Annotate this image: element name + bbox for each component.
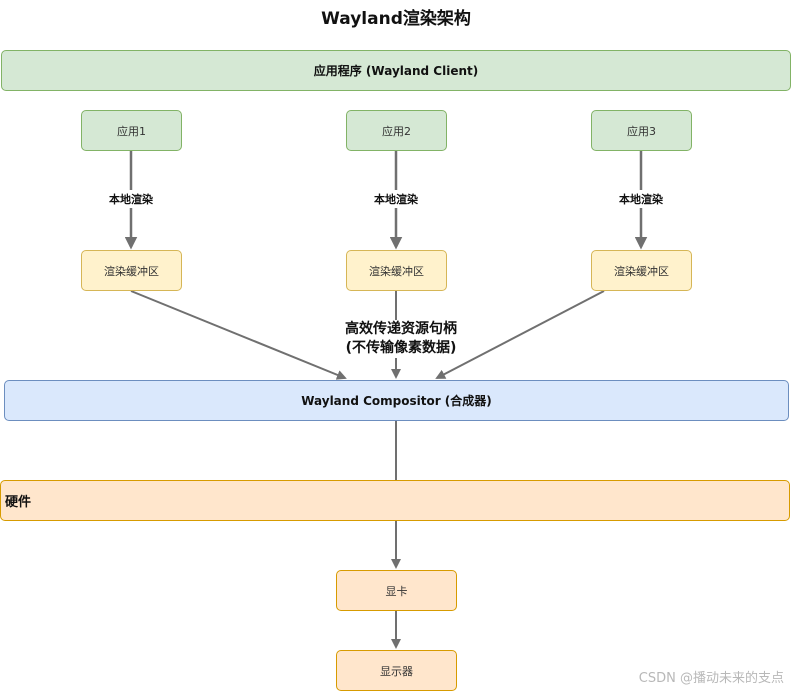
app1-node: 应用1 [81, 110, 182, 151]
local-render-label-2: 本地渲染 [372, 190, 420, 208]
diagram-title: Wayland渲染架构 [321, 9, 471, 29]
gpu-node: 显卡 [336, 570, 457, 611]
display-node: 显示器 [336, 650, 457, 691]
local-render-label-1: 本地渲染 [107, 190, 155, 208]
handle-transfer-line2: (不传输像素数据) [343, 339, 459, 358]
app2-node: 应用2 [346, 110, 447, 151]
local-render-label-3: 本地渲染 [617, 190, 665, 208]
render-buffer-3: 渲染缓冲区 [591, 250, 692, 291]
edge-buffer1-compositor [130, 290, 347, 380]
watermark-text: CSDN @播动未来的支点 [638, 671, 784, 686]
app3-node: 应用3 [591, 110, 692, 151]
compositor-box: Wayland Compositor (合成器) [4, 380, 789, 421]
handle-transfer-label: 高效传递资源句柄 (不传输像素数据) [343, 320, 459, 358]
edge-buffer3-compositor [435, 290, 605, 379]
handle-transfer-line1: 高效传递资源句柄 [343, 320, 459, 339]
render-buffer-2: 渲染缓冲区 [346, 250, 447, 291]
hardware-box: 硬件 [0, 480, 790, 521]
client-layer-box: 应用程序 (Wayland Client) [1, 50, 791, 91]
render-buffer-1: 渲染缓冲区 [81, 250, 182, 291]
